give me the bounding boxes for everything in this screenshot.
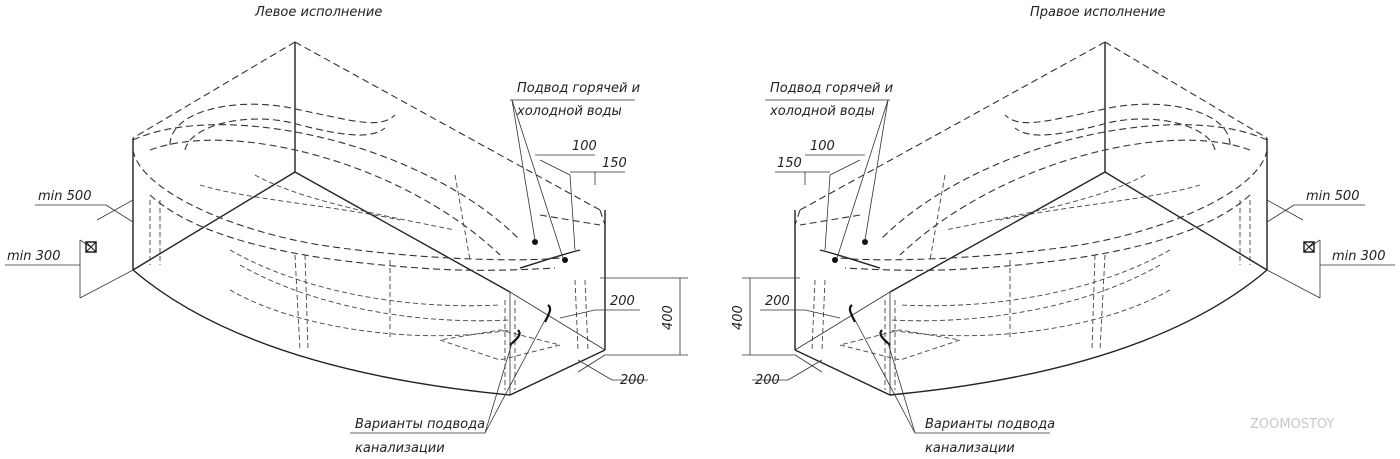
right-dimensions: min 500 min 300 100 150 200 400 — [731, 139, 1395, 388]
right-floor-outline — [794, 210, 1268, 396]
left-dimensions: min 500 min 300 100 150 200 400 — [5, 139, 688, 388]
right-min500-label: min 500 — [1306, 189, 1359, 204]
right-drain-callout: Варианты подвода канализации — [853, 317, 1055, 456]
left-bathtub-shape — [132, 103, 606, 390]
left-dim-200-bottom-label: 200 — [620, 373, 645, 388]
right-bathtub-shape — [794, 103, 1268, 390]
left-supply-callout: Подвод горячей и холодной воды — [510, 81, 640, 259]
drain-option-1-icon — [848, 304, 856, 323]
left-supply-label-line1: Подвод горячей и — [517, 81, 640, 96]
right-drain-label-line2: канализации — [925, 441, 1015, 455]
left-drain-callout: Варианты подвода канализации — [350, 317, 547, 456]
outlet-box-icon — [85, 241, 97, 253]
left-view-title: Левое исполнение — [254, 5, 382, 20]
watermark: ZOOMOSTOY — [1250, 417, 1335, 432]
right-walls — [799, 41, 1268, 293]
left-walls — [132, 41, 601, 293]
right-drain-label-line1: Варианты подвода — [925, 417, 1055, 432]
right-dim-100-label: 100 — [810, 139, 835, 154]
left-supply-label-line2: холодной воды — [516, 104, 622, 119]
outlet-box-icon — [1303, 241, 1315, 253]
right-dim-400-label: 400 — [731, 305, 746, 330]
left-min300-label: min 300 — [7, 249, 60, 264]
left-floor-outline — [132, 210, 606, 396]
right-supply-label-line2: холодной воды — [769, 104, 875, 119]
right-min300-label: min 300 — [1332, 249, 1385, 264]
right-dim-200-bottom-label: 200 — [755, 373, 780, 388]
cold-water-inlet-icon — [562, 257, 568, 263]
right-view-title: Правое исполнение — [1030, 5, 1166, 20]
left-min500-label: min 500 — [38, 189, 91, 204]
hot-water-inlet-icon — [862, 239, 868, 245]
hot-water-inlet-icon — [532, 239, 538, 245]
right-supply-callout: Подвод горячей и холодной воды — [765, 81, 893, 259]
left-view: Левое исполнение — [5, 5, 688, 456]
right-dim-150-label: 150 — [777, 156, 802, 171]
right-dim-200-side-label: 200 — [765, 294, 790, 309]
left-dim-100-label: 100 — [572, 139, 597, 154]
left-drain-label-line1: Варианты подвода — [355, 417, 485, 432]
cold-water-inlet-icon — [832, 257, 838, 263]
left-dim-200-side-label: 200 — [610, 294, 635, 309]
drain-option-1-icon — [544, 304, 552, 323]
left-dim-150-label: 150 — [602, 156, 627, 171]
left-drain-label-line2: канализации — [355, 441, 445, 455]
right-supply-label-line1: Подвод горячей и — [770, 81, 893, 96]
left-dim-400-label: 400 — [661, 305, 676, 330]
right-view: Правое исполнение — [731, 5, 1395, 456]
